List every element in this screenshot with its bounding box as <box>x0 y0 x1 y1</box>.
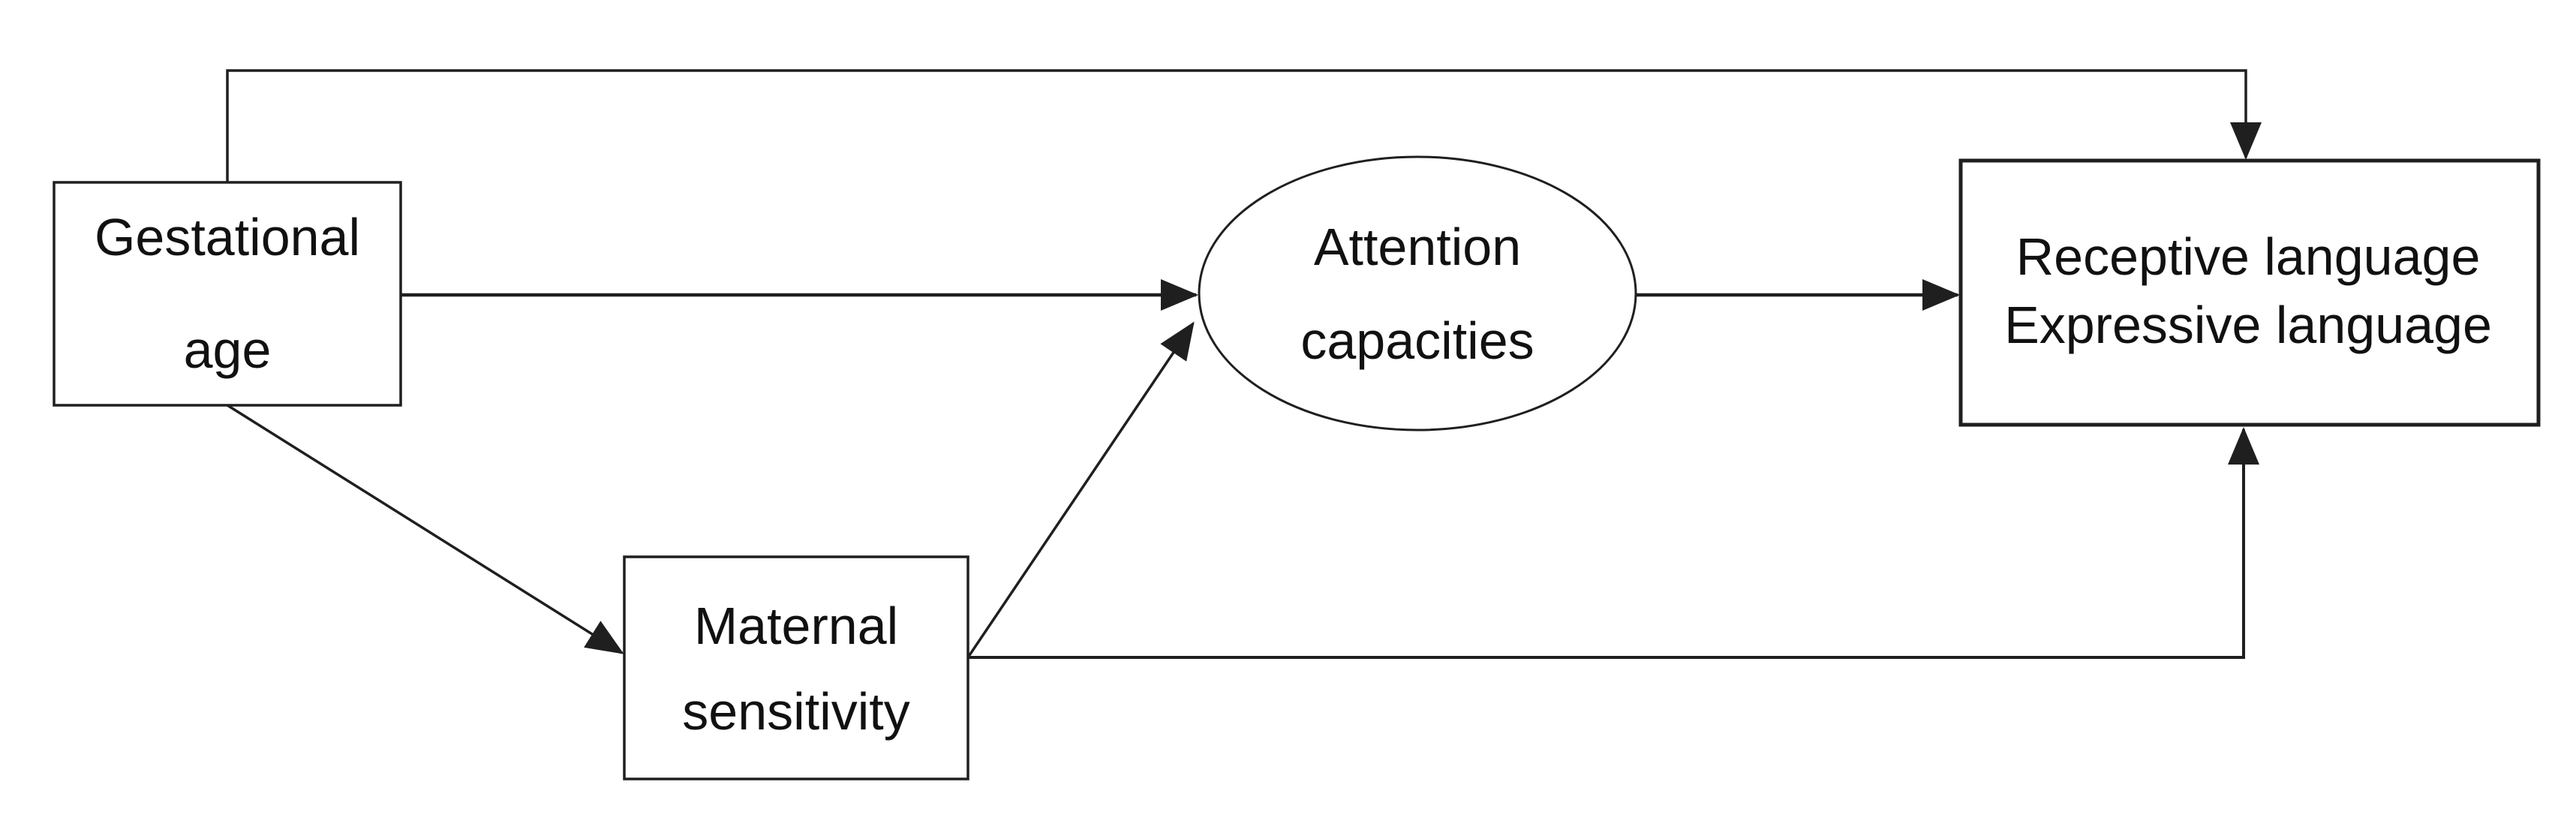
node-attention-capacities: Attention capacities <box>1198 155 1637 432</box>
maternal-sensitivity-label-line2: sensitivity <box>682 682 909 741</box>
language-outcomes-label-line2: Expressive language <box>2004 296 2492 354</box>
attention-capacities-ellipse <box>1198 155 1637 432</box>
gestational-age-box <box>53 181 402 407</box>
node-gestational-age: Gestational age <box>53 181 402 407</box>
edge-maternal-to-language-bottom <box>968 427 2259 659</box>
maternal-sensitivity-label-line1: Maternal <box>694 597 898 655</box>
gestational-age-label-line2: age <box>184 320 272 379</box>
gestational-age-label-line1: Gestational <box>95 208 360 266</box>
edge-gestational-to-language-top <box>226 69 2262 182</box>
edge-maternal-to-attention <box>966 321 1195 658</box>
attention-capacities-label-line1: Attention <box>1314 218 1521 276</box>
language-outcomes-box <box>1958 158 2541 427</box>
language-outcomes-label-line1: Receptive language <box>2016 227 2481 286</box>
node-language-outcomes: Receptive language Expressive language <box>1958 158 2541 427</box>
node-maternal-sensitivity: Maternal sensitivity <box>623 555 969 780</box>
maternal-sensitivity-box <box>623 555 969 780</box>
attention-capacities-label-line2: capacities <box>1300 311 1534 370</box>
edge-gestational-to-maternal <box>227 404 624 654</box>
